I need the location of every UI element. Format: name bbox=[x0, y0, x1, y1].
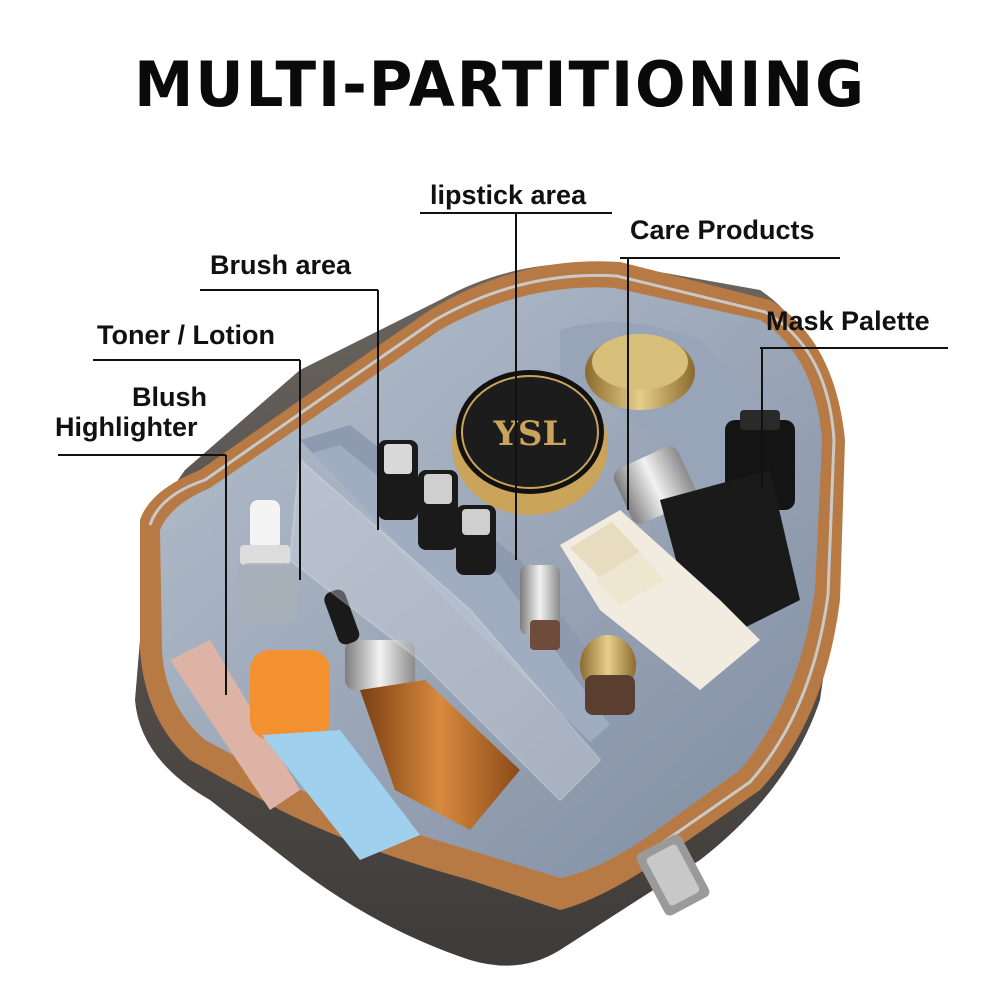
label-toner-lotion: Toner / Lotion bbox=[97, 320, 275, 350]
label-lipstick-area: lipstick area bbox=[430, 180, 587, 210]
small-bottles bbox=[520, 565, 636, 715]
sunscreen-tube bbox=[250, 650, 420, 860]
dropper-bottle bbox=[236, 500, 298, 623]
clear-pouch bbox=[288, 457, 602, 802]
lipsticks bbox=[378, 440, 496, 575]
label-brush-area: Brush area bbox=[210, 250, 352, 280]
zipper bbox=[148, 273, 836, 850]
zipper-pull bbox=[636, 834, 710, 916]
label-mask-palette: Mask Palette bbox=[766, 306, 930, 336]
label-care-products: Care Products bbox=[630, 215, 815, 245]
label-highlighter: Highlighter bbox=[55, 412, 198, 442]
compact-logo: YSL bbox=[493, 414, 567, 454]
blush-compact bbox=[170, 640, 300, 810]
serum-bottle bbox=[324, 589, 520, 830]
page-title: MULTI-PARTITIONING bbox=[134, 48, 866, 121]
leader-lines bbox=[58, 212, 948, 695]
label-blush: Blush bbox=[132, 382, 208, 412]
highlight-palette bbox=[560, 510, 760, 690]
